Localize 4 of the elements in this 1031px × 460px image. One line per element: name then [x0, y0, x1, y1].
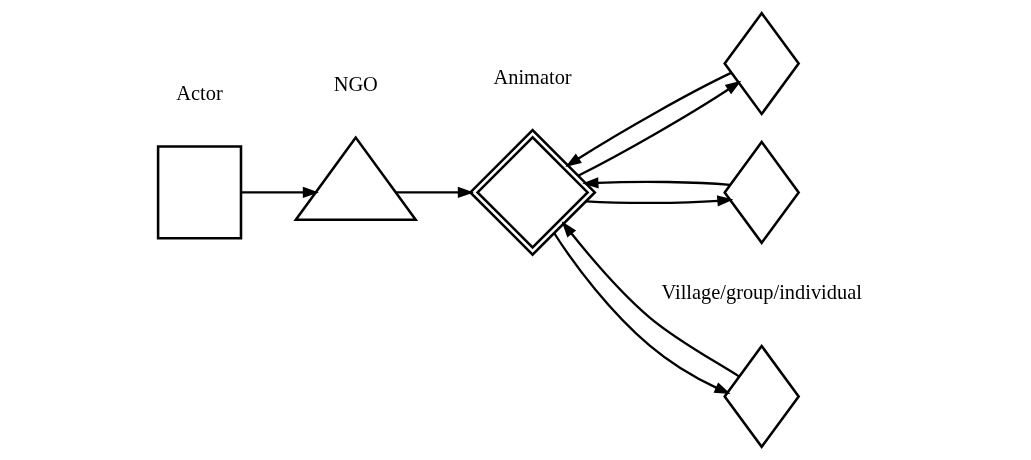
label: Animator	[493, 65, 572, 88]
label: Actor	[175, 82, 223, 105]
label: Village/group/individual	[660, 281, 862, 304]
label: NGO	[333, 73, 378, 96]
